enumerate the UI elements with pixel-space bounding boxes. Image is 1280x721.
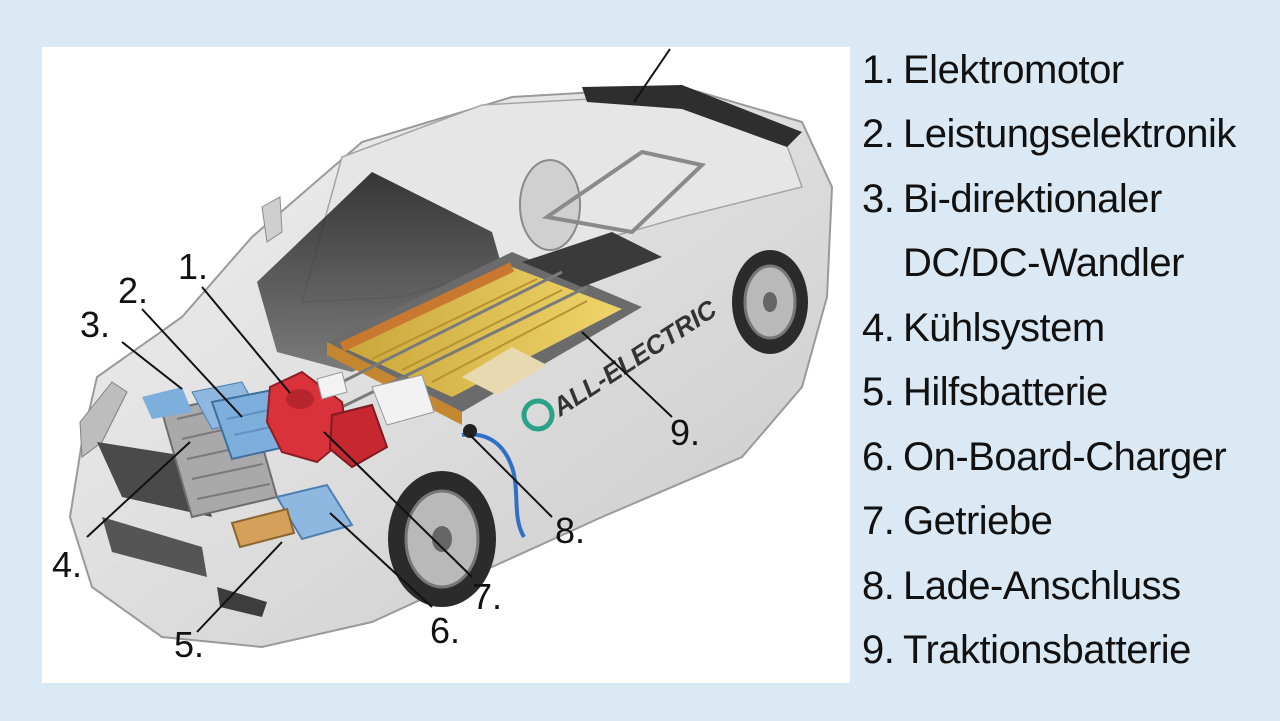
callout-lines [86, 48, 673, 633]
callout-numbers: 1. 2. 3. 4. 5. 6. 7. 8. 9. [52, 246, 700, 665]
legend-number: 9. [862, 628, 895, 672]
legend-number: 8. [862, 564, 895, 608]
on-board-charger [275, 483, 354, 541]
legend-item-2: 2.Leistungselektronik [862, 112, 1236, 157]
legend-label: Getriebe [903, 499, 1053, 543]
leader-7 [323, 431, 473, 578]
auxiliary-battery [230, 507, 296, 549]
legend-item-3: 3.Bi-direktionaler [862, 177, 1162, 222]
callout-1: 1. [178, 246, 208, 287]
leader-5 [196, 541, 283, 633]
legend-item-8: 8.Lade-Anschluss [862, 564, 1181, 609]
legend-item-9: 9.Traktionsbatterie [862, 628, 1191, 673]
legend-label: Bi-direktionaler [903, 177, 1162, 221]
callout-8: 8. [555, 510, 585, 551]
legend-item-7: 7.Getriebe [862, 499, 1053, 544]
legend-number: 2. [862, 112, 895, 156]
callout-6: 6. [430, 610, 460, 651]
legend-item-5: 5.Hilfsbatterie [862, 370, 1108, 415]
car-illustration: ALL-ELECTRIC 1. 2. 3. 4. 5. 6. 7. 8. 9. [52, 48, 834, 665]
charging-port [461, 432, 526, 539]
legend-item-1: 1.Elektromotor [862, 48, 1124, 93]
legend-number: 5. [862, 370, 895, 414]
leader-8 [469, 434, 553, 518]
callout-4: 4. [52, 544, 82, 585]
legend-number: 4. [862, 306, 895, 350]
legend-label: Hilfsbatterie [903, 370, 1108, 414]
legend-item-3-continued: DC/DC-Wandler [862, 241, 1184, 286]
callout-5: 5. [174, 624, 204, 665]
legend-label: Leistungselektronik [903, 112, 1236, 156]
rear-wheel [732, 250, 808, 354]
legend-item-4: 4.Kühlsystem [862, 306, 1105, 351]
legend-label: Traktionsbatterie [903, 628, 1191, 672]
charging-socket [463, 424, 477, 438]
legend-label: Elektromotor [903, 48, 1124, 92]
rear-suspension [519, 149, 707, 251]
callout-9: 9. [670, 412, 700, 453]
leader-9 [581, 331, 673, 418]
legend-number: 1. [862, 48, 895, 92]
leader-1 [201, 286, 291, 394]
callout-3: 3. [80, 304, 110, 345]
legend-number: 7. [862, 499, 895, 543]
leader-6 [329, 512, 433, 608]
legend-label: DC/DC-Wandler [903, 241, 1184, 285]
legend: 1.Elektromotor 2.Leistungselektronik 3.B… [862, 48, 1272, 688]
legend-number: 3. [862, 177, 895, 221]
legend-label: Kühlsystem [903, 306, 1105, 350]
legend-label: On-Board-Charger [903, 435, 1227, 479]
callout-7: 7. [472, 576, 502, 617]
leader-3 [121, 341, 183, 390]
leader-4 [86, 441, 191, 538]
leader-roof [633, 48, 671, 103]
ev-cutaway-figure: ALL-ELECTRIC 1. 2. 3. 4. 5. 6. 7. 8. 9. [42, 47, 850, 683]
fluid-reservoir [371, 374, 435, 426]
legend-item-6: 6.On-Board-Charger [862, 435, 1227, 480]
legend-number: 6. [862, 435, 895, 479]
leader-2 [141, 308, 243, 418]
coolant-reservoir [316, 371, 348, 400]
legend-label: Lade-Anschluss [903, 564, 1181, 608]
callout-2: 2. [118, 270, 148, 311]
